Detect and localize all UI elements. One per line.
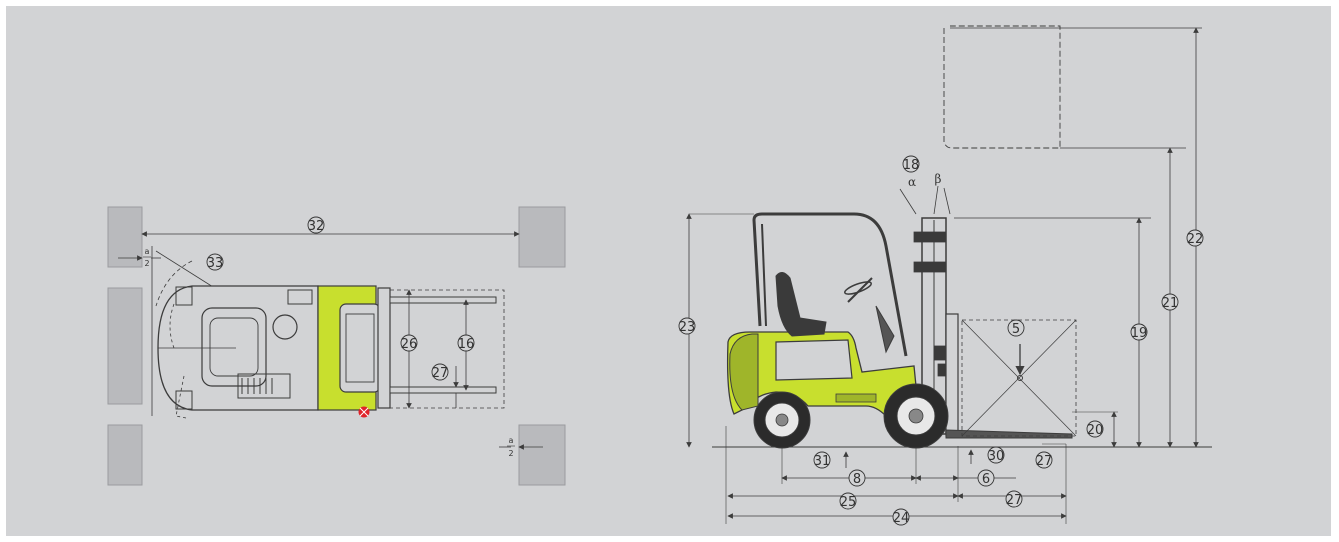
label-alpha: α bbox=[908, 175, 916, 189]
clearance-left-den: 2 bbox=[144, 259, 149, 268]
label-6: 6 bbox=[982, 472, 990, 487]
label-5: 5 bbox=[1012, 322, 1020, 337]
side-fork bbox=[945, 429, 1073, 439]
steering-wheel bbox=[272, 314, 298, 340]
load-outline-top bbox=[389, 289, 505, 409]
side-operator-seat bbox=[775, 272, 827, 337]
label-31: 31 bbox=[814, 454, 831, 469]
aisle-block-top-right bbox=[518, 206, 566, 268]
label-27-top: 27 bbox=[432, 366, 449, 381]
label-33: 33 bbox=[207, 256, 224, 271]
label-25: 25 bbox=[840, 495, 857, 510]
fork-lower bbox=[389, 386, 497, 394]
label-8: 8 bbox=[853, 472, 861, 487]
label-22: 22 bbox=[1187, 232, 1204, 247]
top-view-labels: 32 33 26 16 27 a 2 a 2 bbox=[143, 216, 515, 458]
clearance-left-num: a bbox=[145, 247, 150, 256]
side-view bbox=[686, 25, 1212, 524]
fork-upper bbox=[389, 296, 497, 304]
label-24: 24 bbox=[893, 511, 910, 526]
fork-carriage bbox=[377, 287, 391, 409]
label-27-upper: 27 bbox=[1036, 454, 1053, 469]
raised-load-outline bbox=[943, 25, 1061, 149]
drawing-canvas: 32 33 26 16 27 a 2 a 2 bbox=[107, 25, 1212, 526]
label-23: 23 bbox=[679, 320, 696, 335]
label-16: 16 bbox=[458, 337, 475, 352]
label-20: 20 bbox=[1087, 423, 1104, 438]
aisle-block-top-left bbox=[107, 206, 143, 268]
label-18: 18 bbox=[903, 158, 920, 173]
label-19: 19 bbox=[1131, 326, 1148, 341]
label-32: 32 bbox=[308, 219, 325, 234]
operator-seat bbox=[201, 307, 267, 387]
overhead-guard bbox=[752, 212, 908, 357]
aisle-block-bottom-left bbox=[107, 424, 143, 486]
forklift-dimension-drawing: 32 33 26 16 27 a 2 a 2 bbox=[6, 6, 1331, 536]
label-21: 21 bbox=[1162, 296, 1179, 311]
front-wheel bbox=[883, 383, 949, 449]
rear-wheel bbox=[753, 391, 811, 449]
label-beta: β bbox=[935, 172, 942, 186]
clearance-right-den: 2 bbox=[508, 449, 513, 458]
clearance-right-num: a bbox=[509, 436, 514, 445]
aisle-block-mid-left bbox=[107, 287, 143, 405]
label-27-lower: 27 bbox=[1006, 493, 1023, 508]
label-30: 30 bbox=[988, 449, 1005, 464]
label-26: 26 bbox=[401, 337, 418, 352]
side-view-labels: 18 α β 5 23 19 21 22 20 31 30 27 8 6 25 … bbox=[678, 155, 1204, 526]
top-view bbox=[107, 206, 566, 486]
aisle-block-bottom-right bbox=[518, 424, 566, 486]
load-outline-side bbox=[961, 319, 1077, 437]
